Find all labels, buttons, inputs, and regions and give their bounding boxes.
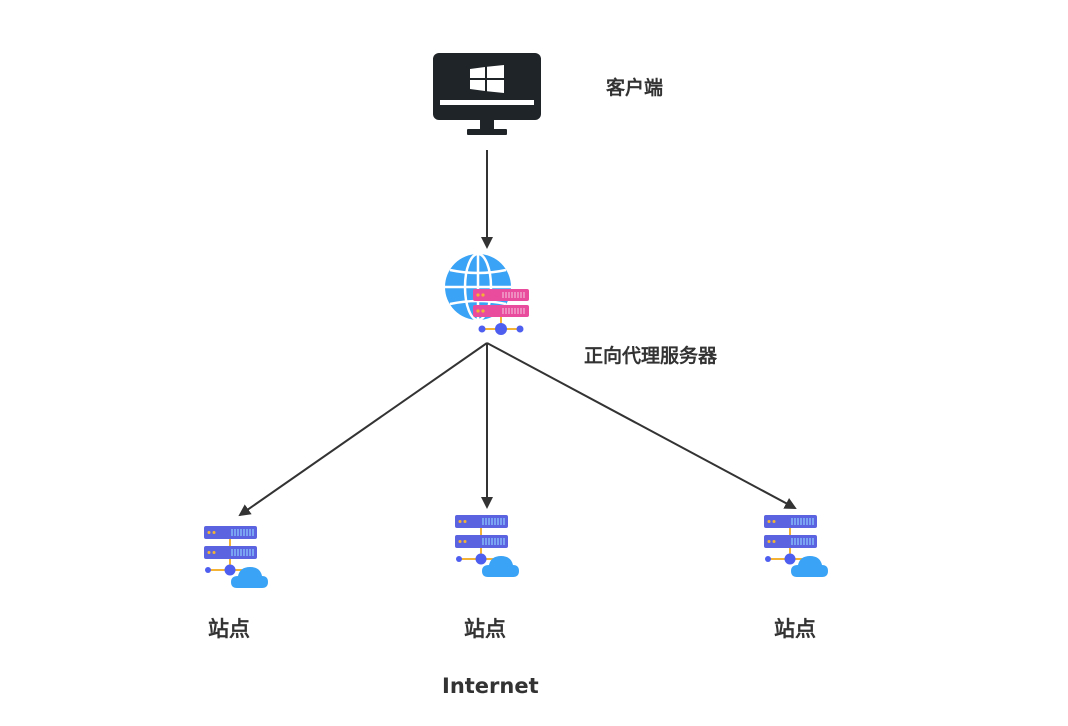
edge-proxy-to-site-1 — [238, 342, 488, 517]
windows-monitor-icon — [433, 53, 541, 135]
cloud-icon — [231, 567, 268, 588]
proxy-server-icon — [473, 289, 529, 335]
cloud-icon — [791, 556, 828, 577]
globe-server-icon — [445, 252, 529, 335]
internet-label: Internet — [442, 674, 539, 698]
site-1-label: 站点 — [208, 617, 250, 641]
site-2-server-cloud-icon — [455, 515, 519, 577]
edge-proxy-to-site-3 — [486, 342, 797, 509]
site-1-server-cloud-icon — [204, 526, 268, 588]
windows-logo-icon — [470, 65, 504, 93]
proxy-server-label: 正向代理服务器 — [584, 345, 718, 367]
site-2-label: 站点 — [464, 617, 506, 641]
globe-icon — [445, 252, 511, 322]
site-3-label: 站点 — [774, 617, 816, 641]
client-label: 客户端 — [606, 77, 664, 99]
cloud-icon — [482, 556, 519, 577]
site-3-server-cloud-icon — [764, 515, 828, 577]
